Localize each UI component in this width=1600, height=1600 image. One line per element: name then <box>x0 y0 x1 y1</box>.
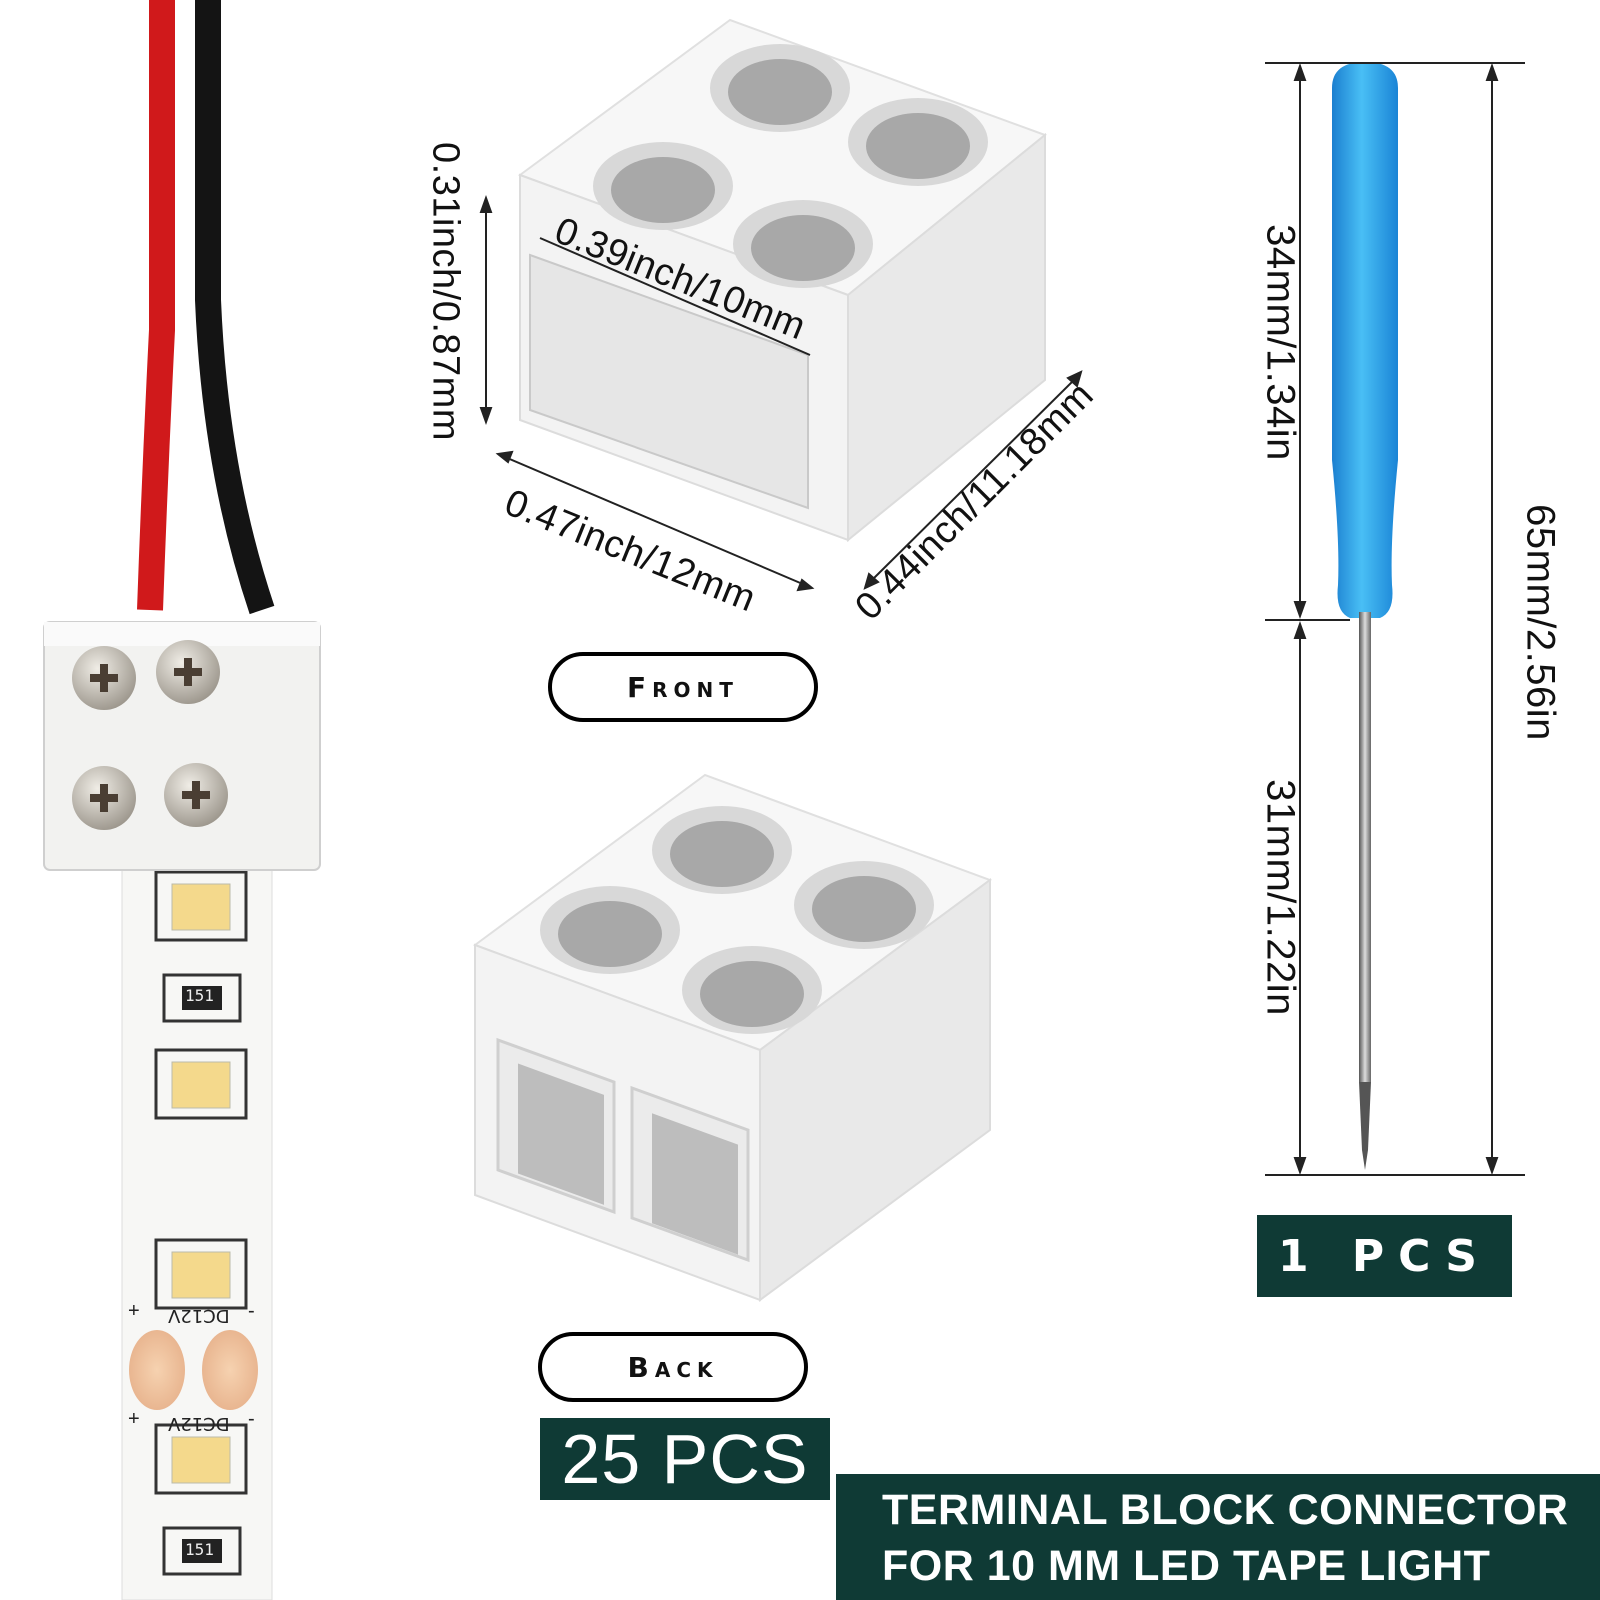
screw-socket <box>794 861 934 949</box>
dimension-arrows <box>479 195 1083 592</box>
screwdriver-tip <box>1359 1082 1371 1170</box>
back-label: Back <box>538 1332 808 1402</box>
title-line-1: TERMINAL BLOCK CONNECTOR <box>882 1486 1569 1534</box>
resistor <box>162 973 242 1023</box>
minus-marking: - <box>248 1300 255 1322</box>
screw-head <box>72 766 136 830</box>
title-line-2: FOR 10 MM LED TAPE LIGHT <box>882 1542 1491 1590</box>
led-chip <box>154 1238 248 1310</box>
screwdriver-handle <box>1332 62 1398 618</box>
shaft-length-label: 31mm/1.22in <box>1258 779 1303 1016</box>
screw-socket <box>682 946 822 1034</box>
slot-opening <box>496 1037 616 1215</box>
led-strip <box>121 839 273 1600</box>
resistor-code: 151 <box>185 986 214 1005</box>
title-banner: TERMINAL BLOCK CONNECTOR FOR 10 MM LED T… <box>836 1474 1600 1600</box>
plus-marking: + <box>128 1300 140 1322</box>
led-chip <box>154 1048 248 1120</box>
screw-head <box>156 640 220 704</box>
back-connector <box>472 773 993 1302</box>
resistor <box>162 1526 242 1576</box>
screwdriver <box>1332 62 1398 1170</box>
wire-pair <box>137 0 275 615</box>
screw-socket <box>733 200 873 288</box>
height-dimension-label: 0.31inch/0.87mm <box>424 142 467 441</box>
black-wire <box>195 0 275 615</box>
screw-socket <box>710 44 850 132</box>
total-length-label: 65mm/2.56in <box>1518 504 1563 741</box>
screw-head <box>72 646 136 710</box>
screw-socket <box>593 142 733 230</box>
front-connector <box>517 18 1047 543</box>
screw-socket <box>652 806 792 894</box>
screw-socket <box>848 98 988 186</box>
minus-marking: - <box>248 1408 255 1430</box>
front-label: Front <box>548 652 818 722</box>
solder-pad <box>202 1330 258 1410</box>
connector-on-strip <box>43 621 321 871</box>
led-chip <box>154 1423 248 1495</box>
led-chip <box>154 870 248 942</box>
driver-quantity-badge: 1 PCS <box>1257 1215 1512 1297</box>
slot-opening <box>630 1085 750 1263</box>
driver-quantity-text: 1 PCS <box>1278 1230 1491 1282</box>
plus-marking: + <box>128 1408 140 1430</box>
resistor-code: 151 <box>185 1540 214 1559</box>
screw-head <box>164 763 228 827</box>
handle-length-label: 34mm/1.34in <box>1258 224 1303 461</box>
voltage-marking: DC12V <box>168 1413 230 1434</box>
red-wire <box>137 0 175 611</box>
connector-quantity-badge: 25 PCS <box>540 1418 830 1500</box>
connector-quantity-text: 25 PCS <box>561 1420 809 1498</box>
screw-socket <box>540 886 680 974</box>
solder-pad <box>129 1330 185 1410</box>
screwdriver-dimension-lines <box>1265 62 1525 1176</box>
voltage-marking: DC12V <box>168 1305 230 1326</box>
